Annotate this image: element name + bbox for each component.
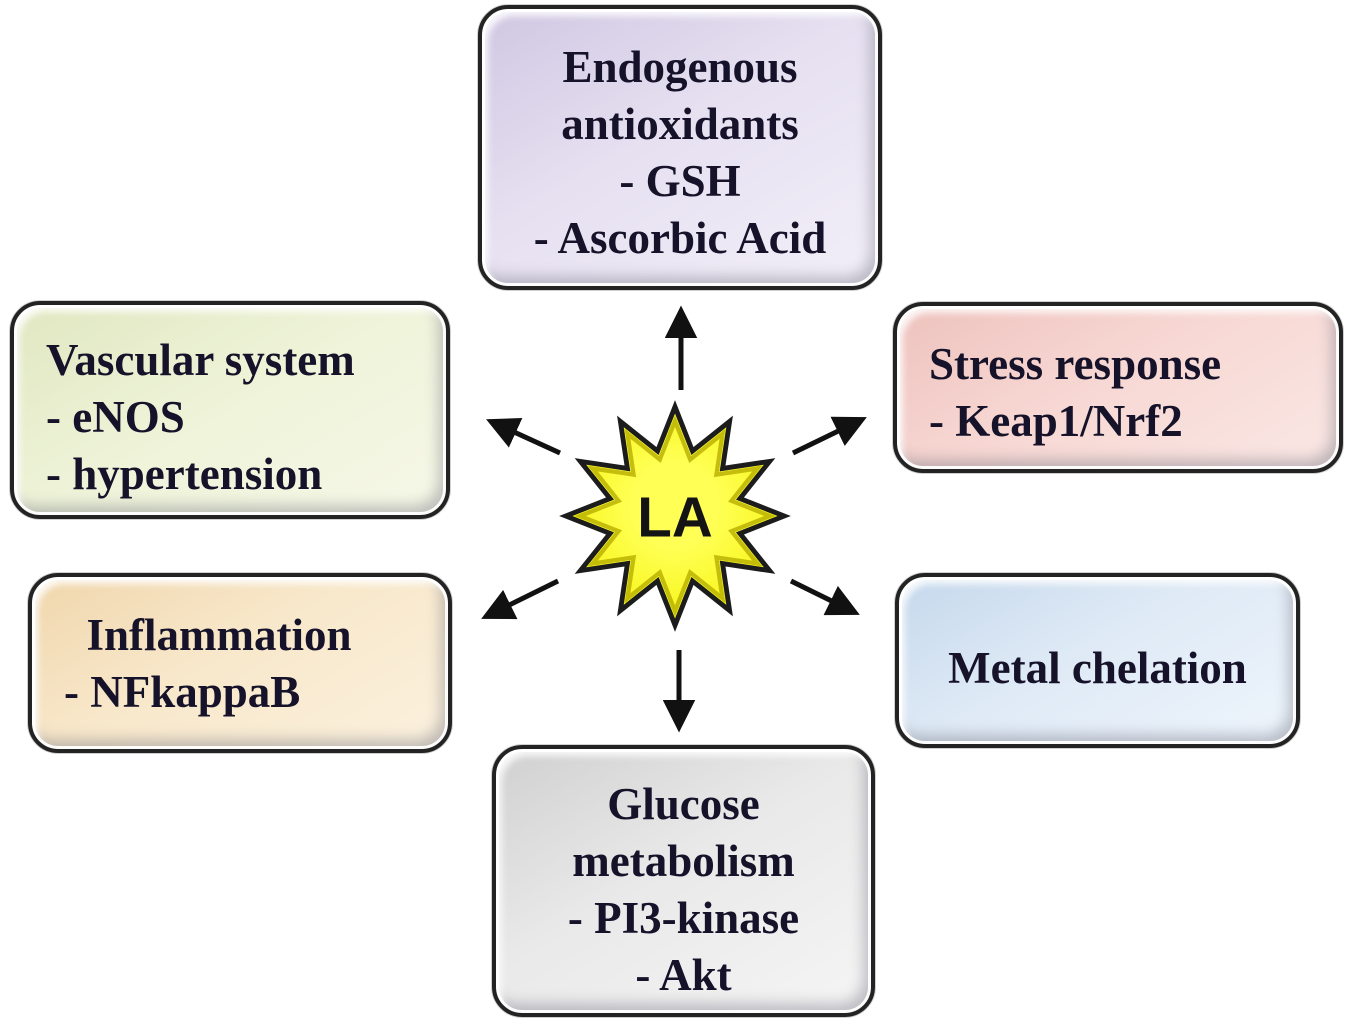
box-inflammation: Inflammation - NFkappaB [28,573,452,753]
box-vascular-system: Vascular system - eNOS - hypertension [10,301,450,519]
la-star-bevel [574,415,776,617]
arrow-upper-right [791,416,867,456]
box-glucose-metabolism-text: Glucose metabolism - PI3-kinase - Akt [567,779,800,1000]
box-glucose-metabolism: Glucose metabolism - PI3-kinase - Akt [492,745,875,1017]
box-endogenous-antioxidants: Endogenous antioxidants - GSH - Ascorbic… [478,5,882,290]
box-vascular-system-text: Vascular system - eNOS - hypertension [46,334,355,499]
box-endogenous-antioxidants-text: Endogenous antioxidants - GSH - Ascorbic… [533,41,827,263]
arrow-lower-right [789,578,860,616]
box-stress-response-text: Stress response - Keap1/Nrf2 [929,338,1222,446]
box-metal-chelation: Metal chelation [895,573,1300,748]
box-metal-chelation-text: Metal chelation [948,643,1247,693]
box-stress-response: Stress response - Keap1/Nrf2 [893,302,1343,473]
arrow-lower-left [481,578,560,620]
la-star-shape [559,400,791,632]
arrow-upper-left [486,417,562,456]
la-star: LA [559,400,791,632]
la-label: LA [637,485,712,548]
box-inflammation-text: Inflammation - NFkappaB [64,610,352,717]
